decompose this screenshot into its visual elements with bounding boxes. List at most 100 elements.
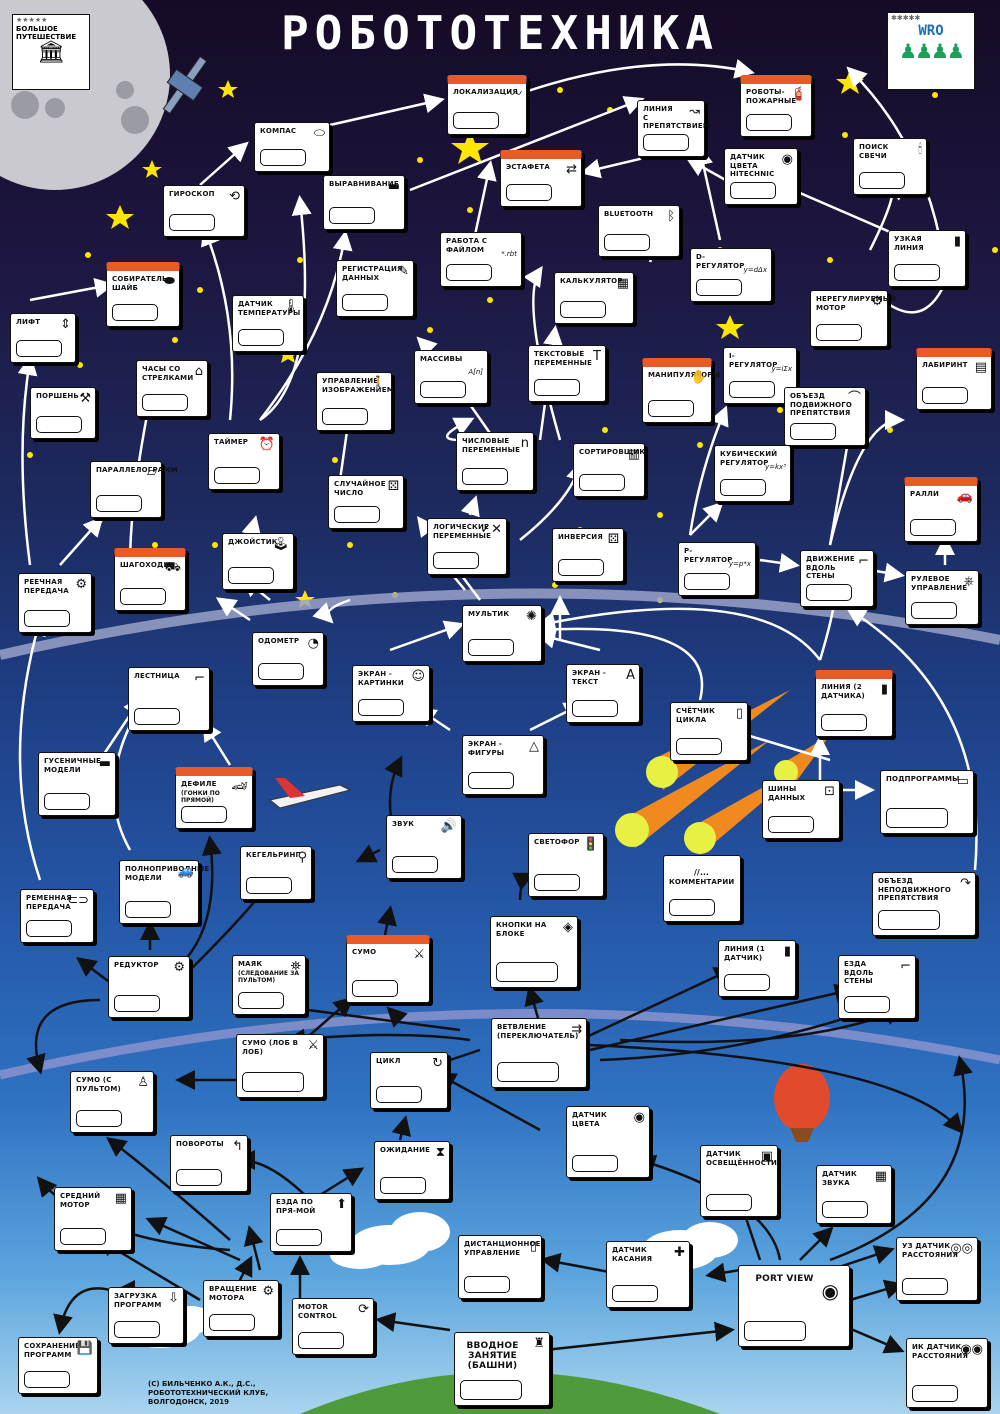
card-vyravnivanie[interactable]: ВЫРАВНИВАНИЕ▬ xyxy=(323,175,405,230)
card-input-box[interactable] xyxy=(228,567,274,584)
card-sobiratel-shayb[interactable]: СОБИРАТЕЛЬ ШАЙБ⬬ xyxy=(106,262,180,327)
card-remennaya-peredacha[interactable]: РЕМЕННАЯ ПЕРЕДАЧА⊂⊃ xyxy=(20,889,94,943)
card-input-box[interactable] xyxy=(96,495,142,512)
card-podprogrammy[interactable]: ПОДПРОГРАММЫ▭ xyxy=(880,770,974,834)
card-input-box[interactable] xyxy=(822,1201,868,1218)
card-porshen[interactable]: ПОРШЕНЬ⚒ xyxy=(30,387,96,439)
card-sumo-pult[interactable]: СУМО (С ПУЛЬТОМ)♙ xyxy=(70,1071,154,1133)
card-sumo-lob[interactable]: СУМО (ЛОБ В ЛОБ)⚔ xyxy=(236,1034,324,1098)
card-gusenichnye-modeli[interactable]: ГУСЕНИЧНЫЕ МОДЕЛИ▬ xyxy=(38,752,116,816)
card-sortirovshchik[interactable]: СОРТИРОВЩИК▥ xyxy=(573,443,645,497)
card-registratsiya-dannyh[interactable]: РЕГИСТРАЦИЯ ДАННЫХ✎ xyxy=(336,260,414,317)
card-input-box[interactable] xyxy=(238,992,284,1009)
card-input-box[interactable] xyxy=(604,234,650,251)
card-zagruzka-programm[interactable]: ЗАГРУЗКА ПРОГРАММ⇩ xyxy=(108,1287,184,1344)
card-ekran-figury[interactable]: ЭКРАН - ФИГУРЫ△ xyxy=(462,735,544,795)
card-inversiya[interactable]: ИНВЕРСИЯ⚄ xyxy=(552,528,624,582)
card-sredniy-motor[interactable]: СРЕДНИЙ МОТОР▦ xyxy=(54,1187,132,1251)
card-input-box[interactable] xyxy=(768,816,814,833)
card-input-box[interactable] xyxy=(298,1332,344,1349)
card-vetvlenie[interactable]: ВЕТВЛЕНИЕ (ПЕРЕКЛЮЧАТЕЛЬ)⇉ xyxy=(491,1018,587,1088)
card-dzhoystik[interactable]: ДЖОЙСТИК🕹 xyxy=(222,533,294,590)
card-input-box[interactable] xyxy=(44,793,90,810)
card-input-box[interactable] xyxy=(922,387,968,404)
card-input-box[interactable] xyxy=(169,214,215,231)
card-input-box[interactable] xyxy=(859,172,905,189)
card-input-box[interactable] xyxy=(506,184,552,201)
card-port-view[interactable]: PORT VIEW◉ xyxy=(738,1265,850,1347)
card-input-box[interactable] xyxy=(352,980,398,997)
card-ezda-vdol-steny[interactable]: ЕЗДА ВДОЛЬ СТЕНЫ⌐ xyxy=(838,955,916,1019)
card-input-box[interactable] xyxy=(242,1072,304,1092)
card-roboty-pozharnye[interactable]: РОБОТЫ-ПОЖАРНЫЕ🧯 xyxy=(740,75,812,137)
card-shagohody[interactable]: ШАГОХОДЫ⛟ xyxy=(114,548,186,611)
card-input-box[interactable] xyxy=(76,1110,122,1127)
card-input-box[interactable] xyxy=(260,149,306,166)
card-schetchik-tsikla[interactable]: СЧЁТЧИК ЦИКЛА▯ xyxy=(670,702,748,761)
card-lestnitsa[interactable]: ЛЕСТНИЦА⌐ xyxy=(128,667,210,731)
card-input-box[interactable] xyxy=(497,1062,559,1082)
card-input-box[interactable] xyxy=(534,379,580,396)
card-input-box[interactable] xyxy=(36,416,82,433)
card-liniya-1-datchik[interactable]: ЛИНИЯ (1 ДАТЧИК)▮ xyxy=(718,940,796,997)
card-chasy-so-strelkami[interactable]: ЧАСЫ СО СТРЕЛКАМИ⌂ xyxy=(136,360,208,417)
card-input-box[interactable] xyxy=(142,394,188,411)
card-input-box[interactable] xyxy=(380,1177,426,1194)
card-datchik-temperatury[interactable]: ДАТЧИК ТЕМПЕРАТУРЫ🌡 xyxy=(232,295,304,352)
card-obezd-nepodvizhnogo[interactable]: ОБЪЕЗД НЕПОДВИЖНОГО ПРЕПЯТСТВИЯ↷ xyxy=(872,872,976,936)
card-estafeta[interactable]: ЭСТАФЕТА⇄ xyxy=(500,150,582,207)
card-obezd-podvizhnogo[interactable]: ОБЪЕЗД ПОДВИЖНОГО ПРЕПЯТСТВИЯ⌒ xyxy=(784,387,866,446)
card-sluchaynoe-chislo[interactable]: СЛУЧАЙНОЕ ЧИСЛО⚄ xyxy=(328,475,404,529)
card-datchik-osveshchennosti[interactable]: ДАТЧИК ОСВЕЩЁННОСТИ▣ xyxy=(700,1145,778,1217)
card-input-box[interactable] xyxy=(669,899,715,916)
card-input-box[interactable] xyxy=(730,182,776,199)
card-parallelogramm[interactable]: ПАРАЛЛЕЛОГРАММ▱ xyxy=(90,461,178,518)
card-input-box[interactable] xyxy=(433,552,479,569)
card-manipulyatory[interactable]: МАНИПУЛЯТОРЫ✋ xyxy=(642,358,720,423)
card-input-box[interactable] xyxy=(676,738,722,755)
card-uz-datchik[interactable]: УЗ ДАТЧИК РАССТОЯНИЯ◎◎ xyxy=(896,1237,978,1301)
card-reechnaya-peredacha[interactable]: РЕЕЧНАЯ ПЕРЕДАЧА⚙ xyxy=(18,573,92,633)
card-input-box[interactable] xyxy=(181,806,227,823)
card-input-box[interactable] xyxy=(60,1228,106,1245)
card-upravlenie-izobrazheniem[interactable]: УПРАВЛЕНИЕ ИЗОБРАЖЕНИЕМ🚶 xyxy=(316,372,394,431)
card-input-box[interactable] xyxy=(209,1314,255,1331)
card-input-box[interactable] xyxy=(176,1169,222,1186)
card-logicheskie-peremennye[interactable]: ЛОГИЧЕСКИЕ ПЕРЕМЕННЫЕ✓✕ xyxy=(427,518,507,575)
card-input-box[interactable] xyxy=(26,920,72,937)
card-input-box[interactable] xyxy=(886,808,948,828)
card-sohranenie-programm[interactable]: СОХРАНЕНИЕ ПРОГРАММ💾 xyxy=(18,1337,98,1394)
card-input-box[interactable] xyxy=(806,584,852,601)
card-input-box[interactable] xyxy=(462,468,508,485)
card-lift[interactable]: ЛИФТ⇕ xyxy=(10,313,76,363)
card-input-box[interactable] xyxy=(534,874,580,891)
card-input-box[interactable] xyxy=(696,279,742,296)
card-input-box[interactable] xyxy=(816,324,862,341)
card-polnoprivodnye-modeli[interactable]: ПОЛНОПРИВОДНЫЕ МОДЕЛИ🚙 xyxy=(119,860,209,924)
card-reduktor[interactable]: РЕДУКТОР⚙ xyxy=(108,956,190,1018)
card-input-box[interactable] xyxy=(684,573,730,590)
card-input-box[interactable] xyxy=(322,408,368,425)
card-input-box[interactable] xyxy=(112,304,158,321)
card-poisk-svechi[interactable]: ПОИСК СВЕЧИ🕯 xyxy=(853,138,927,195)
card-input-box[interactable] xyxy=(238,329,284,346)
card-input-box[interactable] xyxy=(720,479,766,496)
card-shiny-dannyh[interactable]: ШИНЫ ДАННЫХ⊡ xyxy=(762,780,840,839)
card-input-box[interactable] xyxy=(579,474,625,491)
card-giroskop[interactable]: ГИРОСКОП⟲ xyxy=(163,185,245,237)
card-uzkaya-liniya[interactable]: УЗКАЯ ЛИНИЯ▮ xyxy=(888,230,966,287)
card-input-box[interactable] xyxy=(446,264,492,281)
card-input-box[interactable] xyxy=(134,708,180,725)
card-input-box[interactable] xyxy=(453,112,499,129)
card-vvodnoe-zanyatie[interactable]: ВВОДНОЕ ЗАНЯТИЕ (БАШНИ)♜ xyxy=(454,1332,550,1406)
card-input-box[interactable] xyxy=(120,588,166,605)
card-input-box[interactable] xyxy=(334,506,380,523)
card-ezda-po-pryamoy[interactable]: ЕЗДА ПО ПРЯ-МОЙ⬆ xyxy=(270,1193,352,1252)
